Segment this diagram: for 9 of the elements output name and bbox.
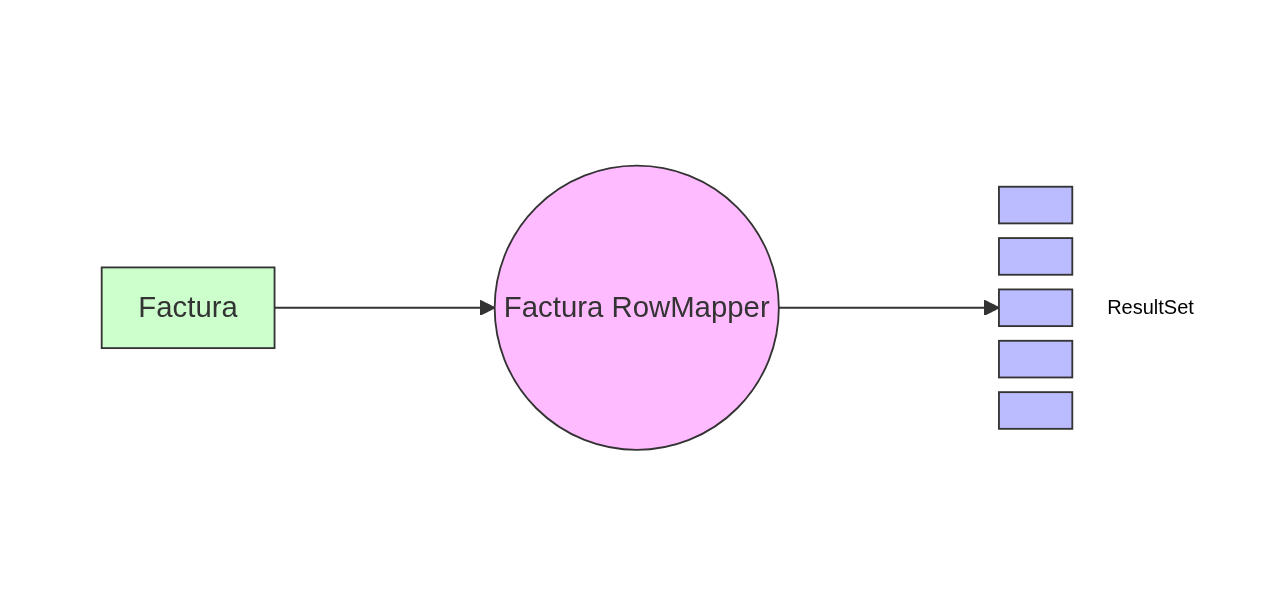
node-bar [998, 390, 1074, 430]
node-bar [998, 236, 1074, 276]
node-bar [998, 288, 1074, 327]
node-bar [998, 339, 1074, 379]
node-circle: Factura RowMapper [493, 164, 780, 451]
stack-label: ResultSet [1107, 296, 1194, 319]
arrow [778, 299, 1000, 316]
node-bar [998, 185, 1074, 225]
node-box: Factura [100, 266, 276, 349]
